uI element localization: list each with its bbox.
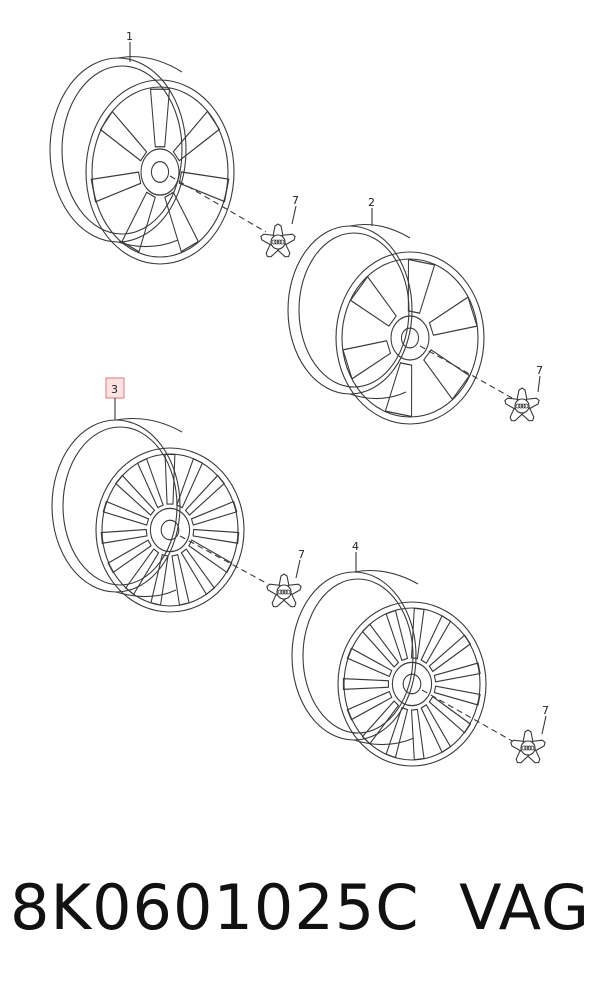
part-number: 8K0601025C: [10, 871, 420, 944]
alloy-wheel-icon: [287, 223, 485, 425]
alloy-wheel-icon: [51, 417, 245, 613]
center-cap-icon: [264, 573, 304, 611]
callout-cap-a: 7: [292, 194, 299, 207]
callout-cap-d: 7: [542, 704, 549, 717]
leader-line: [421, 689, 515, 743]
leader-line: [291, 205, 297, 225]
leader-line: [169, 175, 267, 233]
callout-4: 4: [352, 540, 359, 553]
callout-3: 3: [111, 383, 118, 396]
wheel-diagram: 1 7: [49, 30, 549, 767]
wheel-3: [51, 398, 301, 613]
leader-line: [537, 375, 541, 393]
callout-cap-b: 7: [536, 364, 543, 377]
callout-cap-c: 7: [298, 548, 305, 561]
callout-2: 2: [368, 196, 375, 209]
brand-name: VAG: [459, 871, 590, 944]
center-cap-icon: [502, 387, 542, 425]
wheel-4: [291, 552, 547, 767]
wheel-2: [287, 208, 541, 425]
callout-1: 1: [126, 30, 133, 43]
leader-line: [541, 715, 547, 735]
center-cap-icon: [508, 729, 548, 767]
leader-line: [179, 535, 269, 585]
leader-line: [295, 559, 301, 579]
wheel-1: [49, 42, 297, 265]
footer-caption: 8K0601025C VAG: [10, 858, 590, 958]
leader-line: [419, 345, 513, 399]
center-cap-icon: [258, 223, 298, 261]
alloy-wheel-icon: [291, 569, 487, 767]
alloy-wheel-icon: [49, 56, 235, 265]
